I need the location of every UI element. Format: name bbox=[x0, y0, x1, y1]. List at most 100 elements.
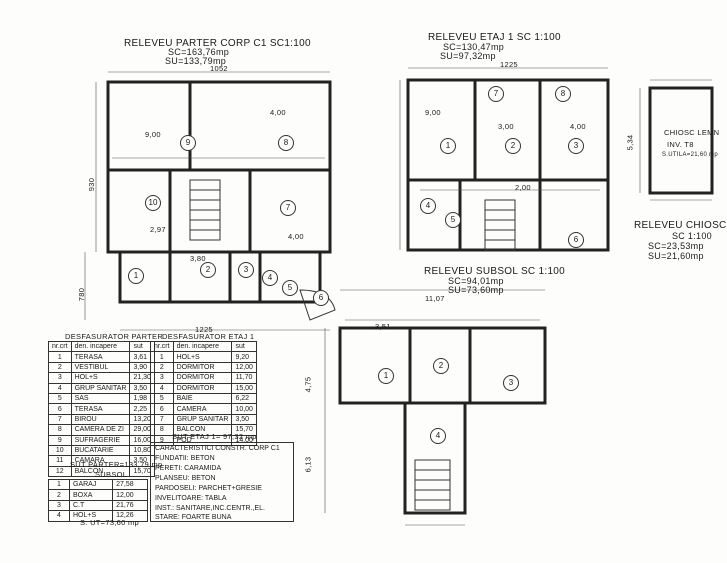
caract-line-6: INST.: SANITARE,INC.CENTR.,EL. bbox=[155, 505, 265, 512]
subsol-dim-a: 11,07 bbox=[425, 294, 445, 303]
subsol-room-2: 2 bbox=[433, 358, 449, 374]
table-cell: 3 bbox=[48, 499, 70, 512]
parter-room-1: 1 bbox=[128, 268, 144, 284]
parter-room-2: 2 bbox=[200, 262, 216, 278]
caracteristici-box: CARACTERISTICI CONSTR. CORP C1 FUNDATII:… bbox=[150, 442, 294, 522]
table-cell: 12,00 bbox=[112, 489, 148, 501]
table-cell: 8 bbox=[150, 424, 174, 436]
table-cell: 1 bbox=[150, 351, 174, 363]
table-cell: GRUP SANITAR bbox=[172, 413, 233, 426]
table-cell: 7 bbox=[48, 413, 72, 426]
subsol-dim-d: 6,13 bbox=[303, 456, 313, 473]
parter-left-dim2: 780 bbox=[77, 287, 87, 302]
table-cell: HOL+S bbox=[68, 510, 114, 522]
etaj-room-2: 2 bbox=[505, 138, 521, 154]
table-cell: SAS bbox=[70, 392, 131, 405]
chiosc-dim: 5,34 bbox=[625, 134, 635, 151]
table-cell: 1 bbox=[48, 351, 72, 363]
table-cell: 4 bbox=[150, 382, 174, 394]
caract-line-2: PERETI: CARAMIDA bbox=[155, 465, 222, 472]
parter-room-9: 9 bbox=[180, 135, 196, 151]
subsol-room-4: 4 bbox=[430, 428, 446, 444]
tabel-parter-header: DESFASURATOR PARTER bbox=[65, 332, 164, 341]
parter-dim-a: 9,00 bbox=[145, 130, 161, 139]
table-cell: 6 bbox=[150, 403, 174, 415]
etaj-room-5: 5 bbox=[445, 212, 461, 228]
caract-line-3: PLANSEU: BETON bbox=[155, 475, 216, 482]
parter-dim-d: 3,80 bbox=[190, 254, 206, 263]
tabel-etaj-header: DESFASURATOR ETAJ 1 bbox=[162, 332, 255, 341]
table-cell: DORMITOR bbox=[172, 361, 233, 374]
table-cell: 6,22 bbox=[231, 392, 257, 405]
etaj-dim-b: 3,00 bbox=[498, 122, 514, 131]
table-header-cell: nr.crt bbox=[150, 340, 174, 353]
tabel-subsol-header: SUBSOL bbox=[95, 470, 128, 479]
table-cell: 15,70 bbox=[129, 465, 155, 478]
caract-line-1: FUNDATII: BETON bbox=[155, 455, 215, 462]
etaj-su: SU=97,32mp bbox=[440, 51, 496, 61]
table-cell: BUCATARIE bbox=[70, 444, 131, 457]
chiosc-su: SU=21,60mp bbox=[648, 251, 704, 261]
parter-room-7: 7 bbox=[280, 200, 296, 216]
table-cell: 2 bbox=[48, 361, 72, 374]
table-cell: 6 bbox=[48, 403, 72, 415]
etaj-room-6: 6 bbox=[568, 232, 584, 248]
table-cell: BOXA bbox=[68, 489, 114, 501]
subsol-room-1: 1 bbox=[378, 368, 394, 384]
table-header-cell: den. incapere bbox=[70, 340, 131, 353]
parter-title: RELEVEU PARTER CORP C1 SC1:100 bbox=[124, 38, 311, 49]
caract-line-5: INVELITOARE: TABLA bbox=[155, 495, 227, 502]
table-header-cell: den. incapere bbox=[172, 340, 233, 353]
etaj-room-1: 1 bbox=[440, 138, 456, 154]
subsol-dim-b: 3,51 bbox=[375, 322, 391, 331]
chiosc-plan bbox=[639, 79, 714, 201]
table-header-cell: sut bbox=[231, 340, 257, 353]
etaj-title: RELEVEU ETAJ 1 SC 1:100 bbox=[428, 32, 561, 43]
subsol-dim-c: 4,75 bbox=[303, 376, 313, 393]
parter-su: SU=133,79mp bbox=[165, 56, 227, 66]
tabel-parter-total: SUT PARTER=133,79 mp bbox=[70, 460, 163, 469]
subsol-sc: SC=94,01mp bbox=[448, 276, 504, 286]
table-cell: GRUP SANITAR bbox=[70, 382, 131, 394]
table-cell: 21,76 bbox=[112, 499, 148, 512]
table-cell: 2 bbox=[150, 361, 174, 374]
parter-dim-c: 2,97 bbox=[150, 225, 166, 234]
table-cell: 9,20 bbox=[231, 351, 257, 363]
table-cell: BIROU bbox=[70, 413, 131, 426]
chiosc-inner-2: INV. T8 bbox=[667, 140, 694, 149]
table-cell: 3,50 bbox=[231, 413, 257, 426]
etaj-sc: SC=130,47mp bbox=[443, 42, 505, 52]
etaj-room-8: 8 bbox=[555, 86, 571, 102]
parter-bottom-dim: 1225 bbox=[195, 325, 213, 334]
table-cell: 15,00 bbox=[231, 382, 257, 394]
etaj-dim-a: 9,00 bbox=[425, 108, 441, 117]
table-cell: BAIE bbox=[172, 392, 233, 405]
caract-line-4: PARDOSELI: PARCHET+GRESIE bbox=[155, 485, 262, 492]
etaj-dim-d: 2,00 bbox=[515, 183, 531, 192]
parter-room-4: 4 bbox=[262, 270, 278, 286]
table-cell: C.T bbox=[68, 499, 114, 512]
subsol-title: RELEVEU SUBSOL SC 1:100 bbox=[424, 266, 566, 277]
table-cell: TERASA bbox=[70, 403, 131, 415]
table-cell: BALCON bbox=[70, 465, 131, 478]
chiosc-inner-1: CHIOSC LEMN bbox=[664, 128, 720, 137]
chiosc-scale: SC 1:100 bbox=[672, 231, 712, 241]
table-cell: 11 bbox=[48, 455, 72, 467]
table-cell: 10 bbox=[48, 444, 72, 457]
parter-dim-e: 4,00 bbox=[270, 108, 286, 117]
